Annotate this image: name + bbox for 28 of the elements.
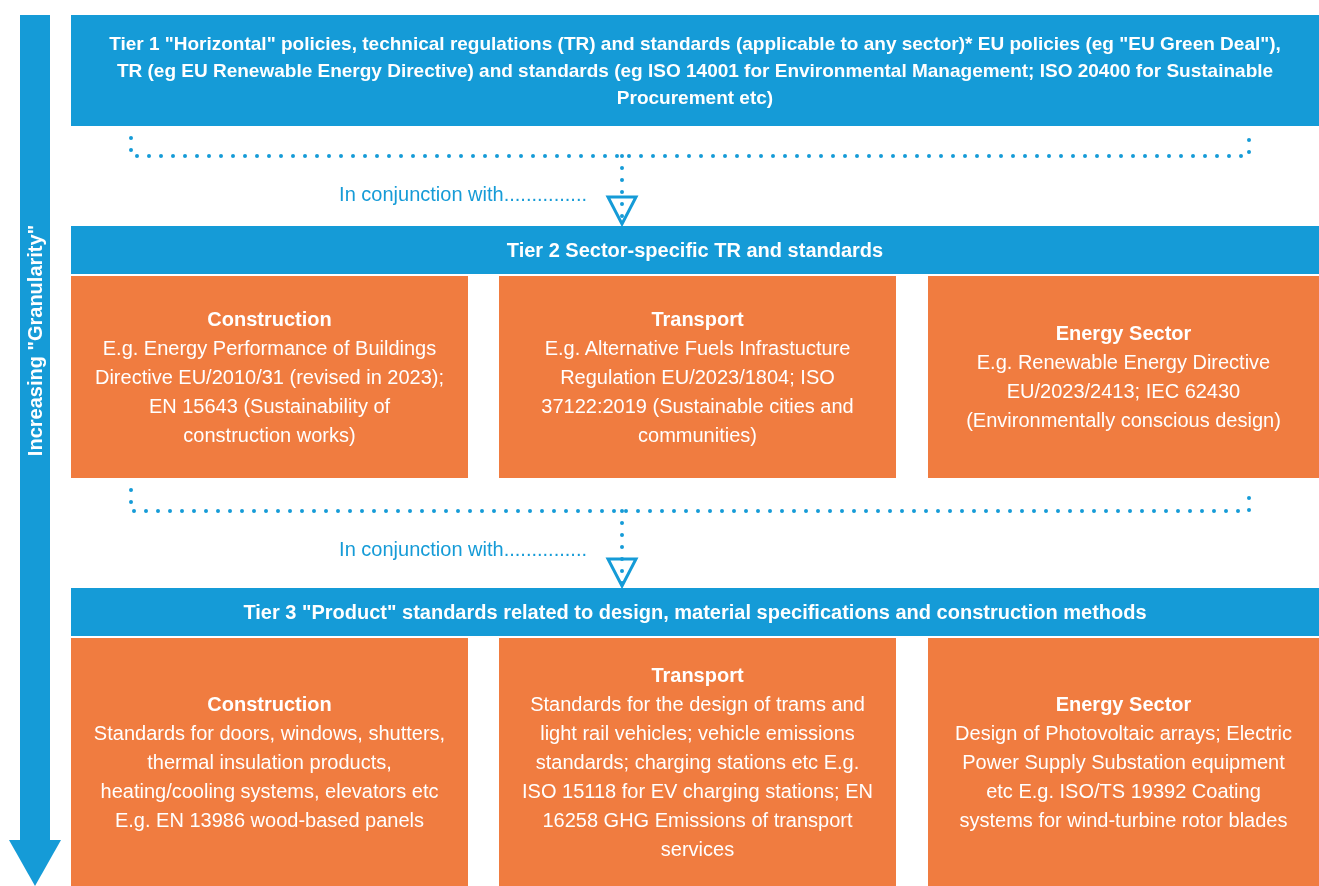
tier-panel [71, 226, 1319, 478]
sector-card [928, 276, 1319, 478]
dotted-arrow [129, 136, 1251, 226]
sector-card [71, 276, 468, 478]
card-text: E.g. Alternative Fuels Infrastucture Regulation EU/2023/1804; ISO 37122:2019 (Sustainable cities and communities) [540, 335, 855, 448]
card-heading: Energy Sector [1055, 321, 1192, 346]
sector-card [499, 276, 896, 478]
tier-heading: Tier 3 "Product" standards related to design, material specifications and construction methods [71, 588, 1319, 636]
sector-card [499, 638, 896, 886]
dotted-arrow [129, 488, 1251, 588]
card-heading: Transport [651, 662, 744, 688]
sector-card [928, 638, 1319, 886]
card-heading: Construction [207, 691, 332, 717]
axis-label: Increasing "Granularity" [23, 224, 47, 456]
card-heading: Construction [207, 306, 332, 332]
card-text: E.g. Renewable Energy Directive EU/2023/2413; IEC 62430 (Environmentally conscious design) [965, 350, 1282, 433]
edge-label: In conjunction with............... [339, 183, 587, 206]
card-text: Standards for doors, windows, shutters, thermal insulation products, heating/cooling systems, elevators etc E.g. EN 13986 wood-based panels [93, 720, 446, 833]
sector-card [71, 638, 468, 886]
card-text: E.g. Energy Performance of Buildings Directive EU/2010/31 (revised in 2023); EN 15643 (Sustainability of construction works) [93, 335, 446, 448]
tier-panel [71, 588, 1319, 886]
tier-band: Tier 1 "Horizontal" policies, technical regulations (TR) and standards (applicable to any sector)* EU policies (eg "EU Green Deal"), TR (eg EU Renewable Energy Directive) and standards (eg ISO 14001 for Environmental Management; ISO 20400 for Sustainable Procurement etc) [71, 15, 1319, 126]
card-heading: Energy Sector [1055, 691, 1192, 717]
card-text: Standards for the design of trams and light rail vehicles; vehicle emissions standards; charging stations etc E.g. ISO 15118 for EV charging stations; EN 16258 GHG Emissions of transport services [521, 691, 874, 862]
card-text: Design of Photovoltaic arrays; Electric Power Supply Substation equipment etc E.g. ISO/TS 19392 Coating systems for wind-turbine rotor blades [954, 720, 1293, 833]
card-heading: Transport [651, 306, 744, 332]
tier-heading: Tier 2 Sector-specific TR and standards [71, 226, 1319, 274]
edge-label: In conjunction with............... [339, 538, 587, 561]
